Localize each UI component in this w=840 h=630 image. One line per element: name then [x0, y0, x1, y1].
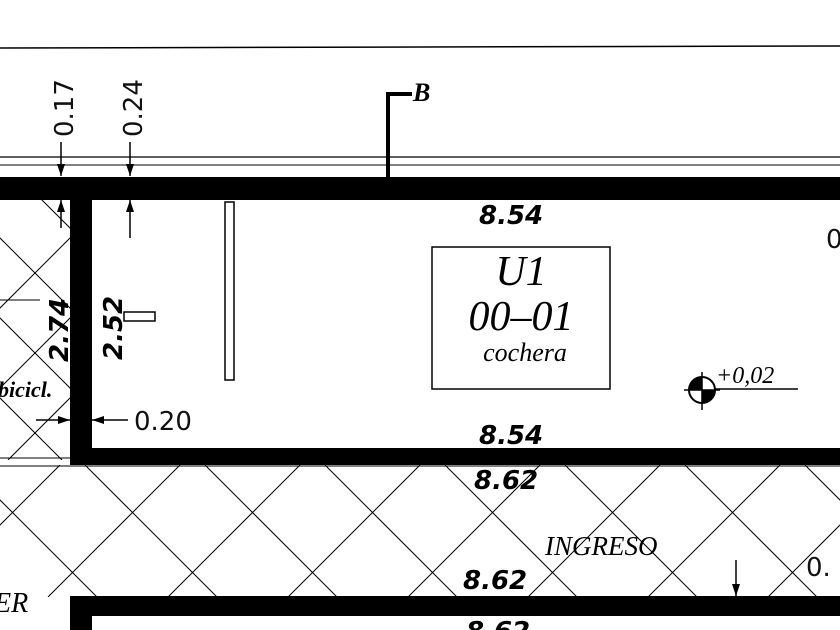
dim-2-74: 2.74 — [45, 298, 75, 362]
dim-0-24: 0.24 — [119, 79, 149, 137]
left-room-label: ER — [0, 588, 28, 619]
left-room-hatch — [0, 198, 70, 460]
level-value: +0,02 — [716, 363, 774, 389]
right-edge-dim-bottom: 0. — [806, 553, 831, 583]
top-wall — [0, 177, 840, 200]
section-label: B — [412, 78, 430, 107]
dim-8-62-passage-bottom: 8.62 — [463, 566, 527, 596]
unit-code: U1 — [495, 249, 546, 295]
lower-unit-left-wall — [70, 596, 92, 630]
passage-guide-lines — [0, 457, 840, 467]
small-fixture — [123, 311, 156, 322]
dim-wall-offsets — [57, 142, 134, 238]
unit-label-box: U1 00–01 cochera — [431, 246, 611, 390]
dim-0-17: 0.17 — [50, 79, 80, 137]
dim-2-52: 2.52 — [99, 296, 129, 360]
unit-use: cochera — [483, 338, 567, 367]
bottom-wall — [70, 448, 840, 465]
walls — [0, 177, 840, 630]
dim-next-unit-width: 8.62 — [466, 617, 530, 630]
lower-unit-wall — [70, 596, 840, 616]
level-marker — [684, 372, 798, 410]
dim-8-54-top: 8.54 — [479, 201, 543, 231]
lower-unit-interior — [92, 616, 840, 630]
dim-8-62-passage-top: 8.62 — [474, 466, 538, 496]
dim-0-20: 0.20 — [134, 407, 192, 437]
dividing-wall — [70, 177, 92, 465]
passage-hatch — [0, 465, 840, 597]
ingreso-label: INGRESO — [544, 531, 657, 561]
right-edge-dim-top: 0 — [826, 225, 840, 255]
bicicleteros-label: bicicl. — [0, 377, 52, 402]
right-dim-arrow — [732, 560, 740, 596]
dim-wall-thickness — [36, 416, 128, 424]
unit-number: 00–01 — [469, 294, 574, 340]
dim-8-54-bottom: 8.54 — [479, 421, 543, 451]
property-lines — [0, 45, 840, 166]
section-cut-marker — [386, 92, 412, 178]
garage-wall-fixture — [224, 201, 235, 381]
